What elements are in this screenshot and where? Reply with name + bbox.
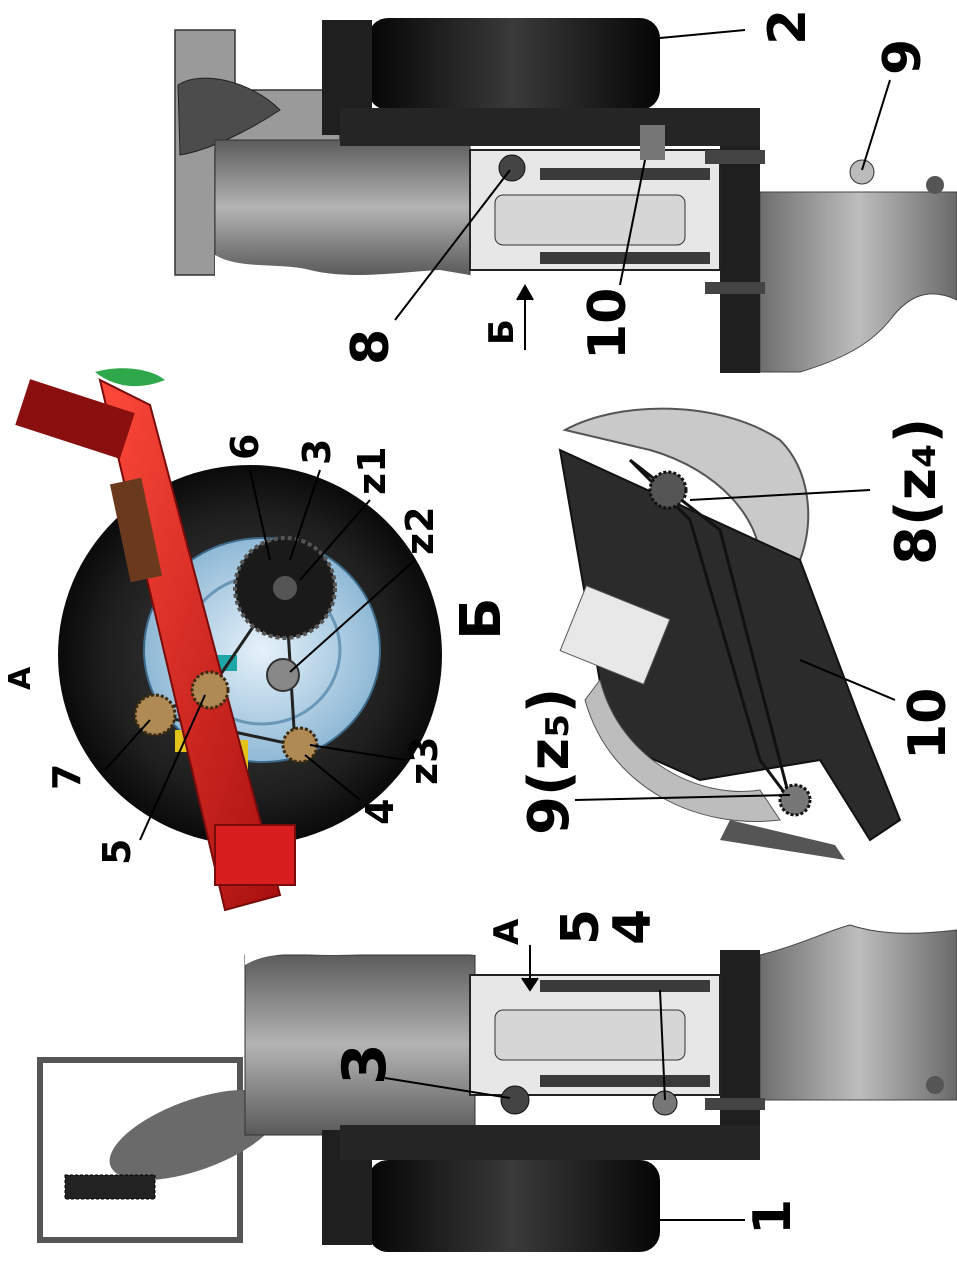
- top-assembly: [174, 18, 957, 373]
- label-4-bottom: 4: [603, 909, 663, 945]
- sprocket-6-hub: [273, 576, 297, 600]
- leader-3-top: [384, 1077, 511, 1099]
- label-z1: z1: [350, 446, 394, 495]
- label-z3: z3: [402, 736, 446, 785]
- bottom-nut: [926, 1076, 944, 1094]
- label-5-bottom: 5: [551, 909, 611, 945]
- detail-view-b: [558, 407, 902, 860]
- bottom-roller-body: [494, 1009, 686, 1061]
- label-10-detail: 10: [898, 688, 957, 760]
- bottom-beam: [340, 1125, 760, 1160]
- sprocket-z2: [266, 658, 300, 692]
- wheel-brown-bar: [109, 477, 163, 583]
- top-roller-body: [494, 194, 686, 246]
- top-torn-panel: [759, 191, 957, 373]
- leader-9z5: [574, 794, 791, 801]
- sprocket-z3: [281, 726, 319, 764]
- leader-6: [249, 469, 271, 561]
- bottom-torn-panel: [759, 924, 957, 1101]
- leader-2: [659, 29, 746, 39]
- bottom-sprocket-3: [500, 1085, 530, 1115]
- top-sprocket-9: [849, 159, 875, 185]
- label-1: 1: [743, 1199, 803, 1235]
- leader-z1: [299, 499, 371, 581]
- arrow-a-head: [521, 977, 539, 992]
- detail-white-block: [559, 585, 671, 685]
- label-5-wheel: 5: [95, 839, 139, 865]
- leader-5-wheel: [139, 694, 206, 841]
- bottom-spring: [64, 1174, 156, 1200]
- sprocket-5: [190, 670, 230, 710]
- bottom-disc: [109, 1089, 281, 1181]
- top-roller-shaft: [540, 168, 710, 180]
- label-a-arrow: A: [487, 918, 527, 945]
- label-6: 6: [223, 434, 267, 460]
- label-7: 7: [45, 764, 89, 790]
- arrow-b-head: [516, 283, 534, 301]
- label-3-bottom: 3: [330, 1043, 400, 1085]
- detail-sprocket-9: [778, 783, 812, 817]
- detail-shroud: [562, 407, 810, 561]
- bottom-assembly: [37, 924, 957, 1252]
- label-10-top: 10: [578, 288, 638, 360]
- label-4-wheel: 4: [358, 799, 402, 825]
- top-sprocket-8: [498, 154, 526, 182]
- wheel-red-clamp: [214, 824, 296, 886]
- bottom-roller-shaft: [540, 980, 710, 992]
- label-b-arrow: Б: [482, 319, 522, 345]
- bottom-bolt-strip: [705, 1098, 765, 1110]
- label-b: Б: [449, 597, 514, 640]
- bottom-gray-block-torn: [245, 940, 475, 965]
- label-8z4: 8(z₄): [884, 418, 949, 565]
- leader-z2: [289, 559, 416, 673]
- label-2: 2: [758, 9, 818, 45]
- leader-9: [861, 79, 891, 171]
- leader-7: [104, 719, 151, 771]
- wheel-red-arm: [15, 379, 135, 459]
- label-9: 9: [873, 39, 933, 75]
- top-beam: [340, 108, 760, 146]
- wheel-green-leaf: [95, 368, 165, 387]
- tire-2: [368, 18, 660, 110]
- wheel-view-a: [15, 368, 442, 912]
- leader-8z4: [689, 489, 871, 501]
- leader-10-detail: [799, 659, 896, 701]
- top-gray-block-torn: [215, 255, 470, 300]
- label-9z5: 9(z₅): [517, 688, 582, 835]
- top-bolt-strip: [705, 150, 765, 164]
- leader-4-wheel: [304, 754, 361, 801]
- top-gray-block: [214, 139, 471, 276]
- leader-4-bottom: [659, 989, 666, 1101]
- label-z2: z2: [398, 506, 442, 555]
- tire-1: [368, 1160, 660, 1252]
- detail-lower-shroud: [584, 678, 781, 822]
- labels: 1 2 9 8 10 Б A 7 5 6 3 z1 z2 z3 4 Б 8(z₄…: [3, 9, 957, 1235]
- detail-sprocket-8: [648, 470, 688, 510]
- label-3-wheel: 3: [295, 439, 339, 465]
- top-disc: [177, 77, 281, 156]
- top-nut: [926, 176, 944, 194]
- label-a: A: [3, 666, 38, 690]
- top-post-right: [720, 108, 760, 373]
- top-small-plate: [640, 125, 665, 160]
- detail-chain: [628, 458, 792, 801]
- leader-3-wheel: [289, 469, 321, 561]
- leader-z3: [309, 744, 406, 761]
- leader-8: [394, 169, 511, 321]
- detail-tail: [720, 820, 845, 860]
- label-8: 8: [341, 329, 401, 365]
- bottom-roller-shaft-2: [540, 1075, 710, 1087]
- leader-10-top: [619, 159, 646, 286]
- leader-lines: [104, 29, 896, 1221]
- top-bolt-strip-2: [705, 282, 765, 294]
